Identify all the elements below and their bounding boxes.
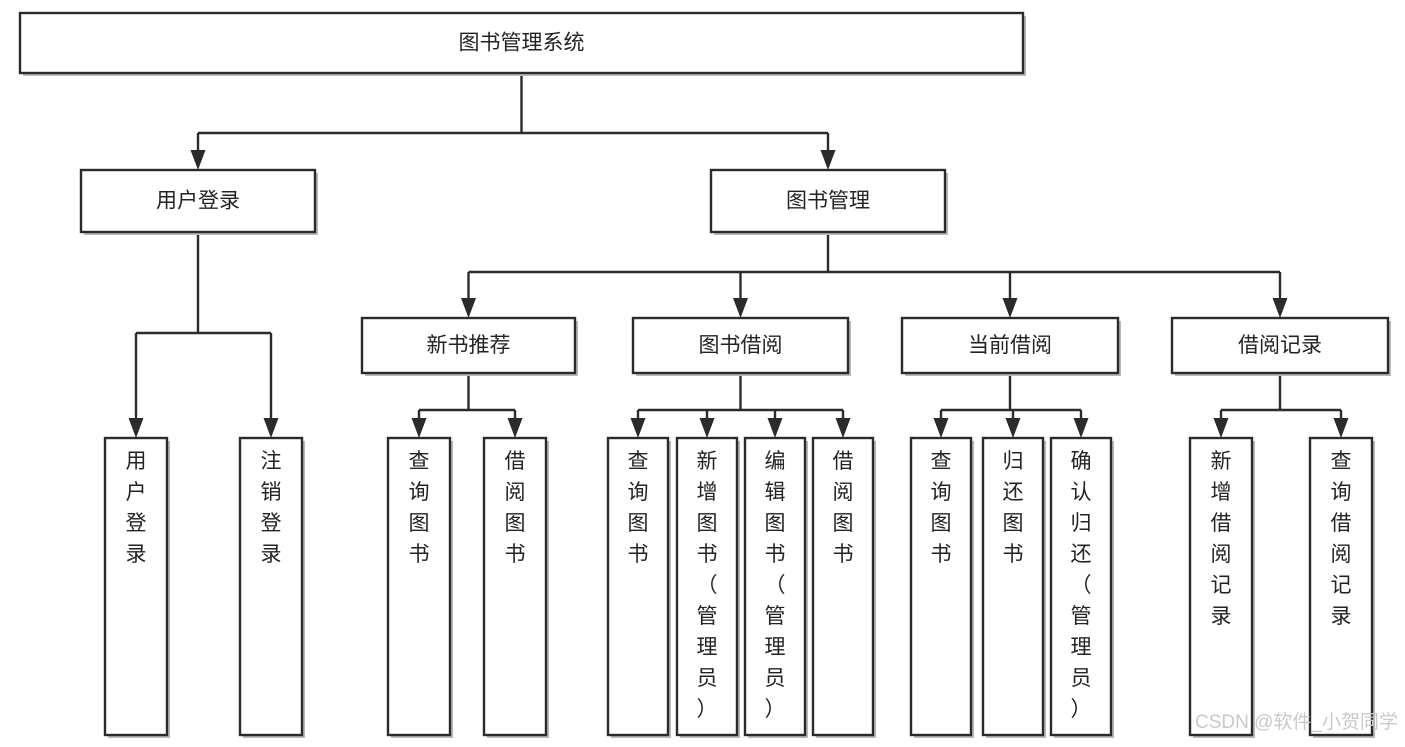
edge-arrowhead	[630, 418, 646, 438]
node-box[interactable]	[631, 316, 850, 375]
node-label: 图书管理	[786, 190, 870, 213]
edge-arrowhead	[461, 298, 476, 318]
edge-arrowhead	[699, 418, 715, 438]
node-label: 当前借阅	[968, 334, 1052, 357]
node-box[interactable]	[709, 168, 947, 234]
node-label: 确认归还（管理员）	[1071, 450, 1092, 721]
edge-arrowhead	[263, 418, 279, 438]
node-layer: 图书管理系统用户登录图书管理新书推荐图书借阅当前借阅借阅记录用户登录注销登录查询…	[18, 11, 1391, 738]
node-box[interactable]	[811, 436, 875, 737]
node-box[interactable]	[238, 436, 304, 737]
edge-arrowhead	[767, 418, 783, 438]
edge-arrowhead	[733, 298, 748, 318]
node-box[interactable]	[900, 316, 1120, 375]
node-leaf-cur-1[interactable]: 查询图书	[909, 436, 974, 738]
edge-arrowhead	[1333, 418, 1349, 438]
node-leaf-login-1[interactable]: 用户登录	[103, 436, 170, 738]
node-box[interactable]	[360, 316, 577, 375]
node-box[interactable]	[386, 436, 452, 737]
node-leaf-cur-3[interactable]: 确认归还（管理员）	[1049, 436, 1114, 738]
node-box[interactable]	[743, 436, 807, 737]
node-borrow[interactable]: 图书借阅	[631, 316, 851, 376]
edge-arrowhead	[128, 418, 144, 438]
node-label: 借阅图书	[505, 450, 526, 566]
node-label: 用户登录	[156, 190, 240, 213]
edge-arrowhead	[1073, 418, 1089, 438]
edge-arrowhead	[1002, 298, 1018, 318]
node-box[interactable]	[1170, 316, 1390, 375]
node-box[interactable]	[79, 168, 317, 234]
edge-arrowhead	[1213, 418, 1229, 438]
node-label: 注销登录	[261, 450, 282, 566]
node-box[interactable]	[606, 436, 670, 737]
node-label: 查询图书	[409, 450, 430, 566]
edge-group-newbook	[411, 373, 523, 438]
edge-group-borrow	[630, 373, 851, 438]
node-records[interactable]: 借阅记录	[1170, 316, 1391, 376]
node-label: 借阅图书	[833, 450, 854, 566]
edge-arrowhead	[1005, 418, 1021, 438]
node-label: 图书借阅	[699, 334, 783, 357]
edge-group-root	[190, 73, 836, 170]
node-box[interactable]	[909, 436, 973, 737]
node-label: 用户登录	[126, 450, 147, 566]
node-leaf-bor-2[interactable]: 新增图书（管理员）	[675, 436, 740, 738]
node-box[interactable]	[675, 436, 739, 737]
node-leaf-bor-3[interactable]: 编辑图书（管理员）	[743, 436, 808, 738]
node-label: 查询图书	[628, 450, 649, 566]
edge-group-login	[128, 232, 279, 438]
node-box[interactable]	[1188, 436, 1254, 737]
edge-arrowhead	[507, 418, 523, 438]
edge-arrowhead	[411, 418, 427, 438]
node-label: 编辑图书（管理员）	[765, 450, 786, 721]
node-label: 新书推荐	[427, 334, 511, 357]
edge-arrowhead	[933, 418, 949, 438]
node-leaf-rec-2[interactable]: 查询借阅记录	[1308, 436, 1375, 738]
edge-arrowhead	[835, 418, 851, 438]
node-bookmgmt[interactable]: 图书管理	[709, 168, 948, 235]
node-leaf-new-1[interactable]: 查询图书	[386, 436, 453, 738]
node-box[interactable]	[1049, 436, 1113, 737]
node-label: 查询图书	[931, 450, 952, 566]
node-leaf-rec-1[interactable]: 新增借阅记录	[1188, 436, 1255, 738]
node-leaf-bor-4[interactable]: 借阅图书	[811, 436, 876, 738]
node-label: 归还图书	[1003, 450, 1024, 566]
node-box[interactable]	[1308, 436, 1374, 737]
node-leaf-new-2[interactable]: 借阅图书	[482, 436, 549, 738]
edge-arrowhead	[190, 150, 206, 170]
edge-group-current	[933, 373, 1089, 438]
node-box[interactable]	[18, 11, 1025, 75]
node-box[interactable]	[482, 436, 548, 737]
edge-group-records	[1213, 373, 1349, 438]
node-box[interactable]	[981, 436, 1045, 737]
node-login[interactable]: 用户登录	[79, 168, 318, 235]
csdn-watermark: CSDN @软件_小贺同学	[1195, 711, 1398, 733]
node-label: 新增图书（管理员）	[697, 450, 718, 721]
node-label: 新增借阅记录	[1211, 450, 1232, 628]
node-box[interactable]	[103, 436, 169, 737]
edge-arrowhead	[1272, 298, 1288, 318]
node-leaf-bor-1[interactable]: 查询图书	[606, 436, 671, 738]
node-newbook[interactable]: 新书推荐	[360, 316, 578, 376]
edge-layer	[128, 73, 1349, 438]
node-leaf-cur-2[interactable]: 归还图书	[981, 436, 1046, 738]
node-leaf-login-2[interactable]: 注销登录	[238, 436, 305, 738]
node-label: 图书管理系统	[459, 32, 585, 55]
node-current[interactable]: 当前借阅	[900, 316, 1121, 376]
node-root[interactable]: 图书管理系统	[18, 11, 1026, 76]
edge-arrowhead	[820, 150, 836, 170]
edge-group-bookmgmt	[461, 232, 1288, 318]
node-label: 借阅记录	[1238, 334, 1322, 357]
node-label: 查询借阅记录	[1331, 450, 1352, 628]
